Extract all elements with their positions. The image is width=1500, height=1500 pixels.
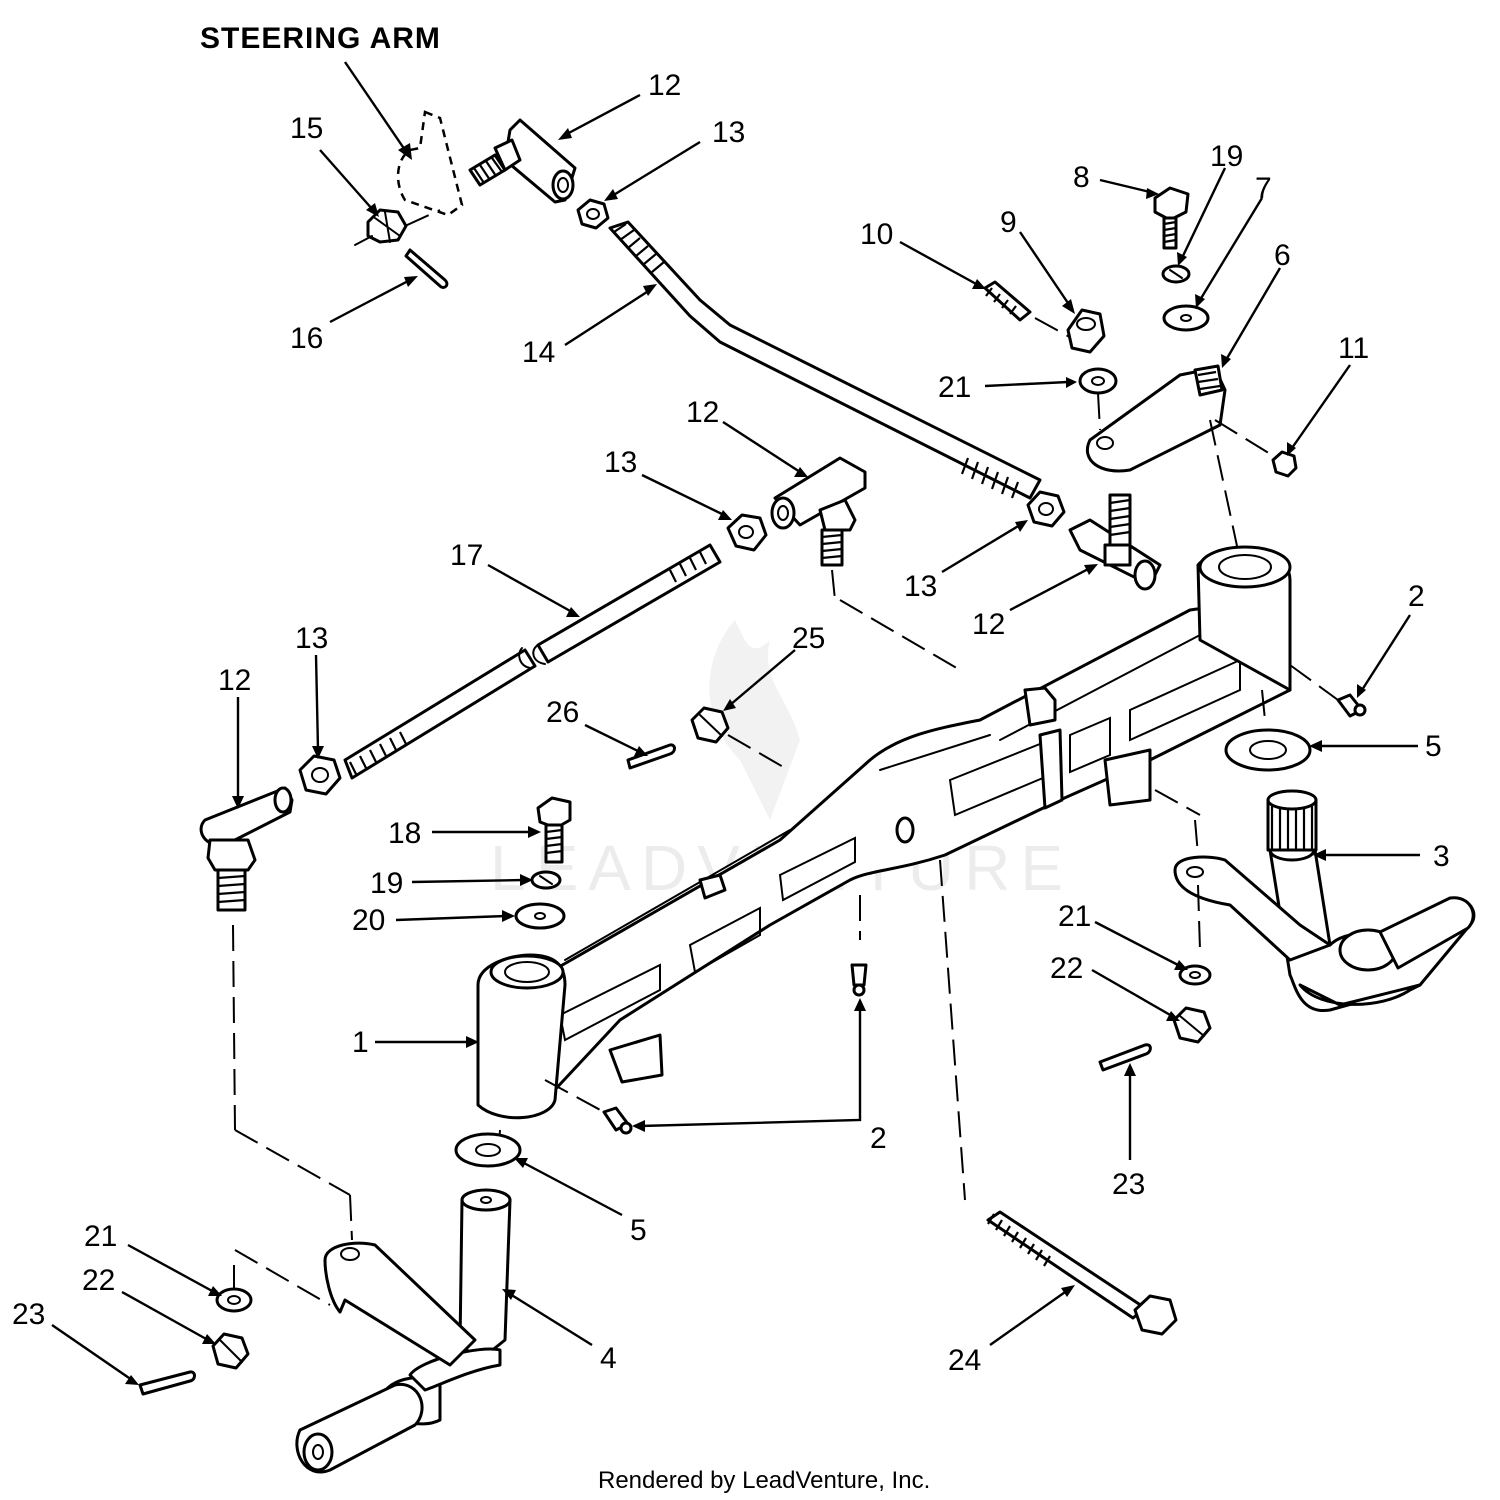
pivot-bolt-24	[986, 1210, 1178, 1336]
ball-joint-12-left	[199, 786, 353, 1241]
bolt-8	[1153, 186, 1190, 250]
washer-21-top	[1078, 367, 1118, 431]
grease-fitting-2-left	[544, 1079, 633, 1135]
callout-12-left: 12	[218, 664, 251, 697]
callout-19-left: 19	[370, 867, 403, 900]
callout-13-right: 13	[904, 570, 937, 603]
lock-washer-19-top	[1161, 264, 1191, 284]
bolt-18	[536, 796, 572, 864]
callout-2-bottom: 2	[870, 1122, 887, 1155]
steering-arm	[396, 110, 464, 217]
callout-1: 1	[352, 1026, 369, 1059]
callout-13-left: 13	[295, 622, 328, 655]
callout-labels: 12 13 15 16 14 10 9 8 19 7 6 11 21 12 13…	[12, 69, 1450, 1377]
cotter-pin-23-left	[138, 1370, 196, 1396]
lock-washer-19-left	[530, 870, 562, 890]
castle-nut-15	[354, 208, 441, 246]
castle-nut-22-right	[1172, 1006, 1212, 1044]
axle-beam-1	[476, 545, 1292, 1201]
steering-link-6	[1086, 364, 1281, 561]
callout-14: 14	[522, 336, 555, 369]
callout-12-center: 12	[686, 396, 719, 429]
callout-26: 26	[546, 696, 579, 729]
ball-joint-12-right	[1068, 493, 1162, 591]
callout-8: 8	[1073, 161, 1090, 194]
callout-23-right: 23	[1112, 1168, 1145, 1201]
washer-21-left	[215, 1265, 253, 1313]
castle-nut-22-left	[211, 1332, 250, 1370]
callout-3: 3	[1433, 840, 1450, 873]
callout-19-top: 19	[1210, 140, 1243, 173]
callout-7: 7	[1255, 172, 1272, 205]
jam-nut-13-center	[726, 513, 768, 552]
jam-nut-13-right	[1026, 490, 1066, 528]
washer-21-right	[1178, 964, 1212, 986]
grease-fitting-2-center	[850, 963, 868, 997]
callout-21-left: 21	[84, 1220, 117, 1253]
callout-23-left: 23	[12, 1298, 45, 1331]
thrust-washer-5-right	[1224, 728, 1312, 772]
leader-lines	[51, 93, 1420, 1385]
callout-6: 6	[1274, 239, 1291, 272]
callout-9: 9	[1000, 206, 1017, 239]
footer-credit: Rendered by LeadVenture, Inc.	[598, 1467, 930, 1494]
callout-21-right: 21	[1058, 900, 1091, 933]
callout-12-top: 12	[648, 69, 681, 102]
callout-11: 11	[1338, 332, 1369, 365]
callout-17: 17	[450, 539, 483, 572]
drag-link-14	[608, 220, 1042, 500]
lock-nut-9	[1066, 308, 1106, 354]
cotter-pin-23-right	[1098, 1043, 1152, 1072]
ball-joint-12-top	[468, 118, 577, 204]
nut-11	[1271, 450, 1298, 478]
callout-16: 16	[290, 322, 323, 355]
grease-fitting-2-right	[1289, 664, 1367, 718]
steering-arm-plate-right	[1154, 789, 1332, 962]
jam-nut-13-left	[298, 754, 342, 796]
cotter-pin-16	[404, 248, 449, 289]
callout-12-right: 12	[972, 608, 1005, 641]
callout-13-center: 13	[604, 446, 637, 479]
callout-20: 20	[352, 904, 385, 937]
callout-2-right: 2	[1408, 580, 1425, 613]
callout-13-top: 13	[712, 116, 745, 149]
diagram-title: STEERING ARM	[200, 22, 441, 55]
callout-5-right: 5	[1425, 730, 1442, 763]
callout-24: 24	[948, 1344, 981, 1377]
cotter-pin-26	[626, 743, 676, 770]
callout-25: 25	[792, 622, 825, 655]
spindle-4	[295, 1188, 512, 1474]
callout-10: 10	[860, 218, 893, 251]
jam-nut-13-top	[576, 198, 610, 230]
bolt-10	[983, 280, 1076, 341]
callout-22-left: 22	[82, 1264, 115, 1297]
ball-joint-12-center	[770, 456, 961, 671]
washer-20	[514, 902, 566, 930]
callout-5-left: 5	[630, 1214, 647, 1247]
tie-rod-17	[343, 543, 722, 780]
washer-7	[1162, 304, 1210, 332]
callout-18: 18	[388, 817, 421, 850]
callout-15: 15	[290, 112, 323, 145]
castle-nut-25	[690, 706, 786, 769]
spindle-3	[1266, 789, 1476, 1012]
steering-arm-plate-left	[234, 1241, 477, 1367]
callout-4: 4	[600, 1342, 617, 1375]
callout-21-top: 21	[938, 371, 971, 404]
thrust-washer-5-left	[454, 1132, 522, 1168]
callout-22-right: 22	[1050, 952, 1083, 985]
